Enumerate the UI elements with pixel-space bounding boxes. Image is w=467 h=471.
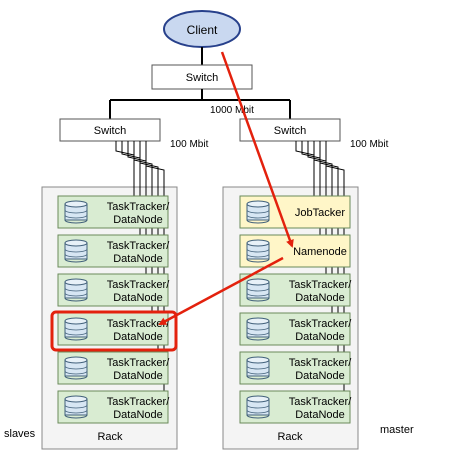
database-cylinder-icon [64, 239, 88, 263]
left-rack-link-speed-label: 100 Mbit [170, 139, 209, 150]
left-rack-node: TaskTracker/DataNode [57, 312, 170, 346]
node-role-label: TaskTracker/ [107, 318, 170, 330]
left-rack-node: TaskTracker/DataNode [57, 234, 170, 268]
node-role-label: TaskTracker/ [289, 318, 352, 330]
client-label: Client [187, 23, 218, 37]
right-rack-node: TaskTracker/DataNode [239, 390, 352, 424]
node-role-label: TaskTracker/ [107, 240, 170, 252]
right-rack-caption: Rack [277, 431, 303, 443]
node-role-label: DataNode [113, 214, 163, 226]
database-cylinder-icon [246, 239, 270, 263]
node-role-label: DataNode [295, 331, 345, 343]
database-cylinder-icon [246, 200, 270, 224]
database-cylinder-icon [246, 356, 270, 380]
database-cylinder-icon [246, 317, 270, 341]
node-role-label: JobTacker [295, 207, 345, 219]
database-cylinder-icon [64, 200, 88, 224]
left-rack-switch [59, 118, 161, 142]
node-role-label: DataNode [113, 331, 163, 343]
core-links [109, 89, 291, 119]
node-role-label: DataNode [113, 409, 163, 421]
right-rack-node: TaskTracker/DataNode [239, 351, 352, 385]
namenode-to-datanode-arrow [158, 256, 284, 326]
right-rack-node: JobTacker [239, 195, 351, 229]
left-rack-node: TaskTracker/DataNode [57, 273, 170, 307]
master-label: master [380, 424, 414, 436]
node-role-label: DataNode [295, 292, 345, 304]
right-rack-node: TaskTracker/DataNode [239, 312, 352, 346]
node-role-label: DataNode [295, 370, 345, 382]
node-role-label: TaskTracker/ [289, 357, 352, 369]
node-role-label: DataNode [113, 292, 163, 304]
database-cylinder-icon [64, 395, 88, 419]
left-rack-switch-label: Switch [94, 125, 126, 137]
right-rack-node: TaskTracker/DataNode [239, 273, 352, 307]
node-role-label: TaskTracker/ [107, 357, 170, 369]
right-rack-switch-label: Switch [274, 125, 306, 137]
node-role-label: TaskTracker/ [289, 279, 352, 291]
right-rack-node: Namenode [239, 234, 351, 268]
node-role-label: TaskTracker/ [107, 279, 170, 291]
node-role-label: TaskTracker/ [107, 396, 170, 408]
database-cylinder-icon [64, 278, 88, 302]
node-role-label: TaskTracker/ [289, 396, 352, 408]
left-rack-caption: Rack [97, 431, 123, 443]
top-switch [151, 64, 253, 90]
node-role-label: DataNode [295, 409, 345, 421]
left-rack-node: TaskTracker/DataNode [57, 351, 170, 385]
client-to-namenode-arrow [220, 51, 294, 248]
right-rack-switch [239, 118, 341, 142]
left-rack-node: TaskTracker/DataNode [57, 195, 170, 229]
slaves-label: slaves [4, 428, 36, 440]
core-link-speed-label: 1000 Mbit [210, 105, 254, 116]
top-switch-label: Switch [186, 72, 218, 84]
database-cylinder-icon [246, 278, 270, 302]
node-role-label: DataNode [113, 370, 163, 382]
node-role-label: TaskTracker/ [107, 201, 170, 213]
node-role-label: Namenode [293, 246, 347, 258]
left-rack-node: TaskTracker/DataNode [57, 390, 170, 424]
database-cylinder-icon [246, 395, 270, 419]
database-cylinder-icon [64, 317, 88, 341]
node-role-label: DataNode [113, 253, 163, 265]
right-rack-nodes: JobTackerNamenodeTaskTracker/DataNodeTas… [239, 195, 352, 424]
right-rack-link-speed-label: 100 Mbit [350, 139, 389, 150]
highlighted-node-box [50, 310, 178, 352]
database-cylinder-icon [64, 356, 88, 380]
left-rack-nodes: TaskTracker/DataNodeTaskTracker/DataNode… [57, 195, 170, 424]
